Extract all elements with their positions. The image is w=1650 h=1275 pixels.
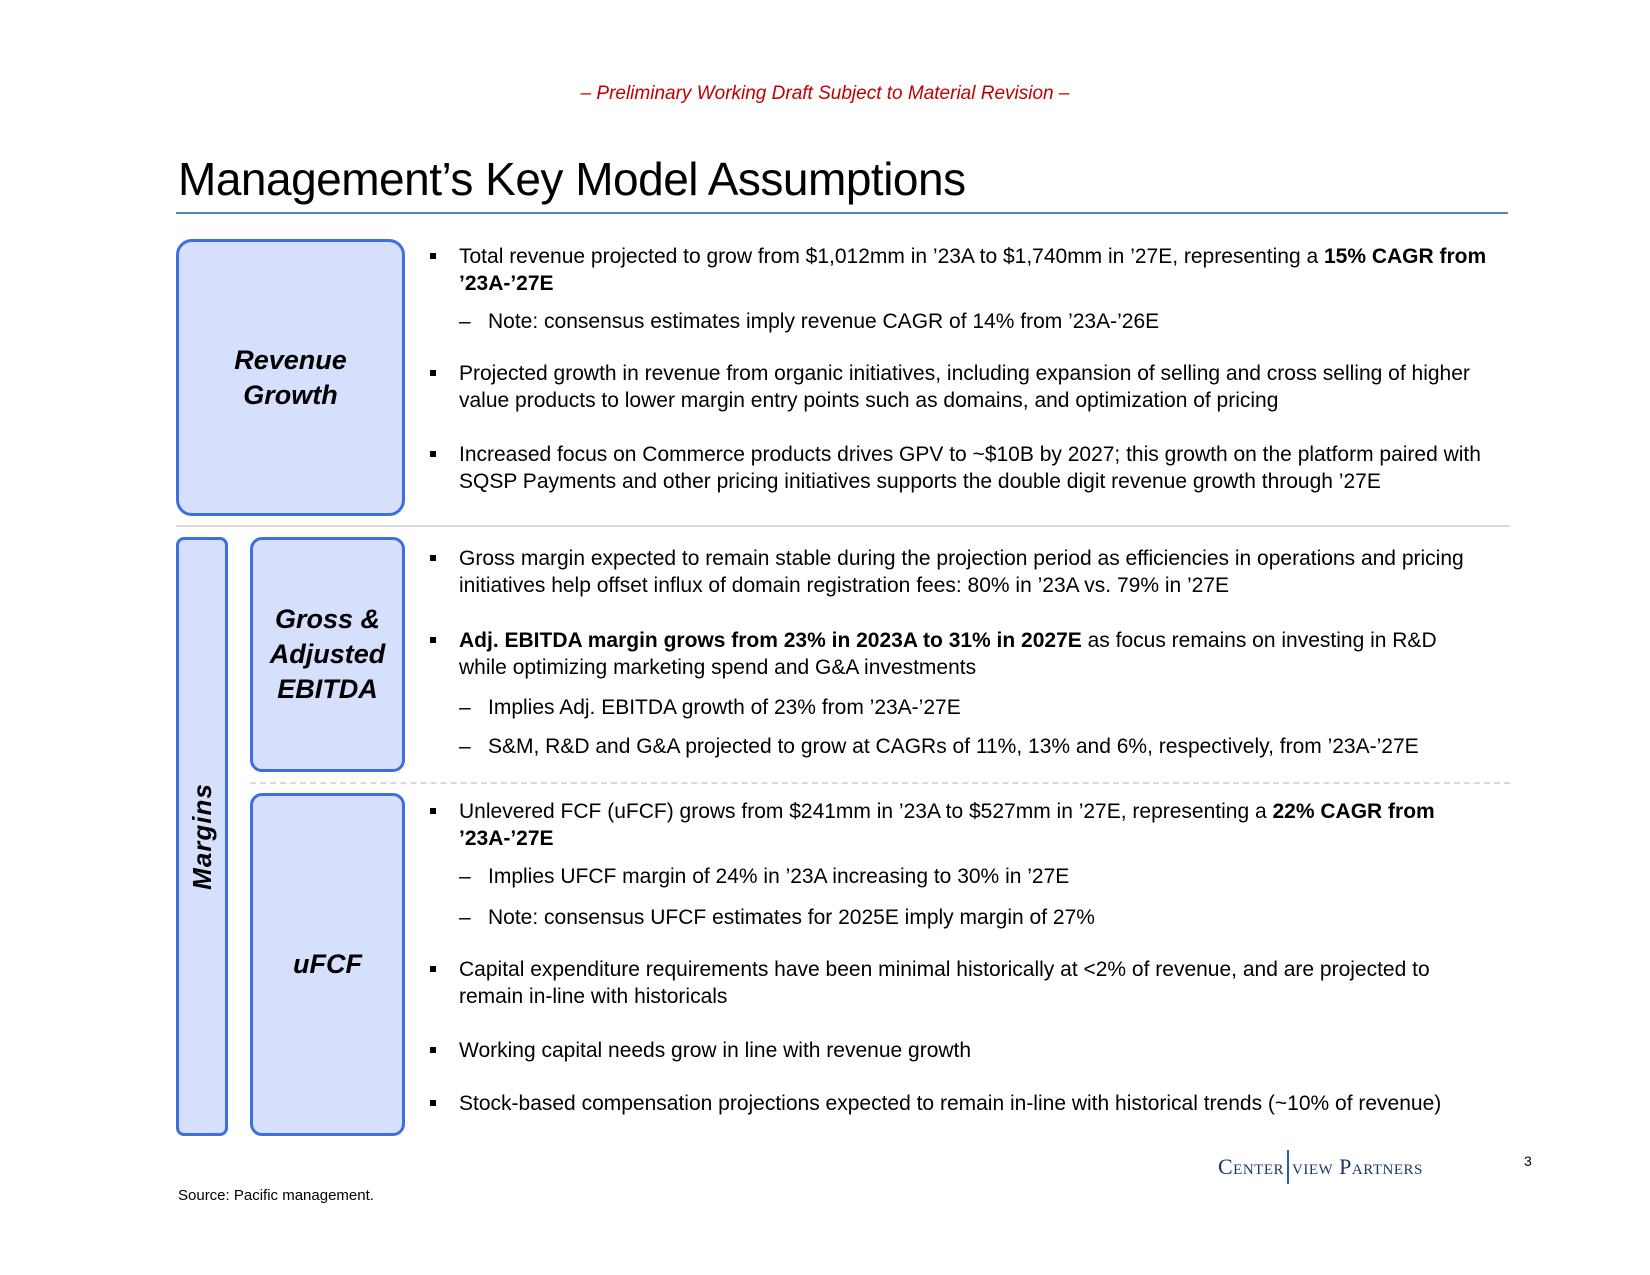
logo-divider — [1287, 1150, 1289, 1184]
margins-label-box: Margins — [176, 537, 228, 1136]
ufcf-bullet-2: Capital expenditure requirements have be… — [430, 956, 1489, 1010]
logo-text-right: view Partners — [1292, 1154, 1423, 1179]
gross-sub-1: Implies Adj. EBITDA growth of 23% from ’… — [459, 694, 1488, 721]
revenue-growth-label-box: Revenue Growth — [176, 239, 405, 516]
section-divider — [176, 525, 1510, 527]
gross-bullet-2-text: as focus remains on investing in R&D whi… — [459, 629, 1437, 679]
ufcf-bullet-1-bold: 22% CAGR from ’23A-’27E — [459, 800, 1435, 850]
gross-adjusted-ebitda-label-box: Gross & Adjusted EBITDA — [250, 537, 405, 772]
centerview-partners-logo: Center view Partners — [1218, 1150, 1423, 1184]
logo-text-left: Center — [1218, 1154, 1284, 1179]
margins-label: Margins — [186, 783, 217, 890]
page-number: 3 — [1524, 1153, 1532, 1169]
revenue-bullet-3: Increased focus on Commerce products dri… — [430, 441, 1489, 495]
gross-sub-2: S&M, R&D and G&A projected to grow at CA… — [459, 733, 1488, 760]
gross-bullet-2-bold: Adj. EBITDA margin grows from 23% in 202… — [459, 629, 1082, 652]
gross-bullet-2: Adj. EBITDA margin grows from 23% in 202… — [430, 627, 1489, 681]
revenue-bullet-2: Projected growth in revenue from organic… — [430, 360, 1489, 414]
revenue-sub-1: Note: consensus estimates imply revenue … — [459, 308, 1488, 335]
revenue-label-line1: Revenue — [234, 344, 347, 375]
gross-label-line1: Gross & — [274, 604, 381, 634]
gross-label-line3: EBITDA — [277, 674, 378, 704]
ufcf-bullet-4: Stock-based compensation projections exp… — [430, 1090, 1489, 1117]
source-note: Source: Pacific management. — [178, 1187, 374, 1204]
ufcf-bullet-1: Unlevered FCF (uFCF) grows from $241mm i… — [430, 798, 1489, 852]
revenue-bullet-1-text: Total revenue projected to grow from $1,… — [459, 245, 1324, 268]
ufcf-sub-2: Note: consensus UFCF estimates for 2025E… — [459, 904, 1488, 931]
ufcf-bullet-3: Working capital needs grow in line with … — [430, 1037, 1489, 1064]
ufcf-label: uFCF — [293, 949, 362, 979]
ufcf-label-box: uFCF — [250, 793, 405, 1136]
title-rule — [176, 212, 1508, 214]
ufcf-bullet-1-text: Unlevered FCF (uFCF) grows from $241mm i… — [459, 800, 1273, 823]
revenue-bullet-1-bold: 15% CAGR from ’23A-’27E — [459, 245, 1487, 295]
gross-bullet-1: Gross margin expected to remain stable d… — [430, 545, 1489, 599]
revenue-bullet-1: Total revenue projected to grow from $1,… — [430, 243, 1489, 297]
gross-label-line2: Adjusted — [269, 639, 386, 669]
draft-notice: – Preliminary Working Draft Subject to M… — [580, 83, 1070, 104]
subsection-divider — [250, 782, 1510, 784]
page-title: Management’s Key Model Assumptions — [178, 153, 966, 205]
revenue-label-line2: Growth — [243, 379, 338, 410]
ufcf-sub-1: Implies UFCF margin of 24% in ’23A incre… — [459, 863, 1488, 890]
